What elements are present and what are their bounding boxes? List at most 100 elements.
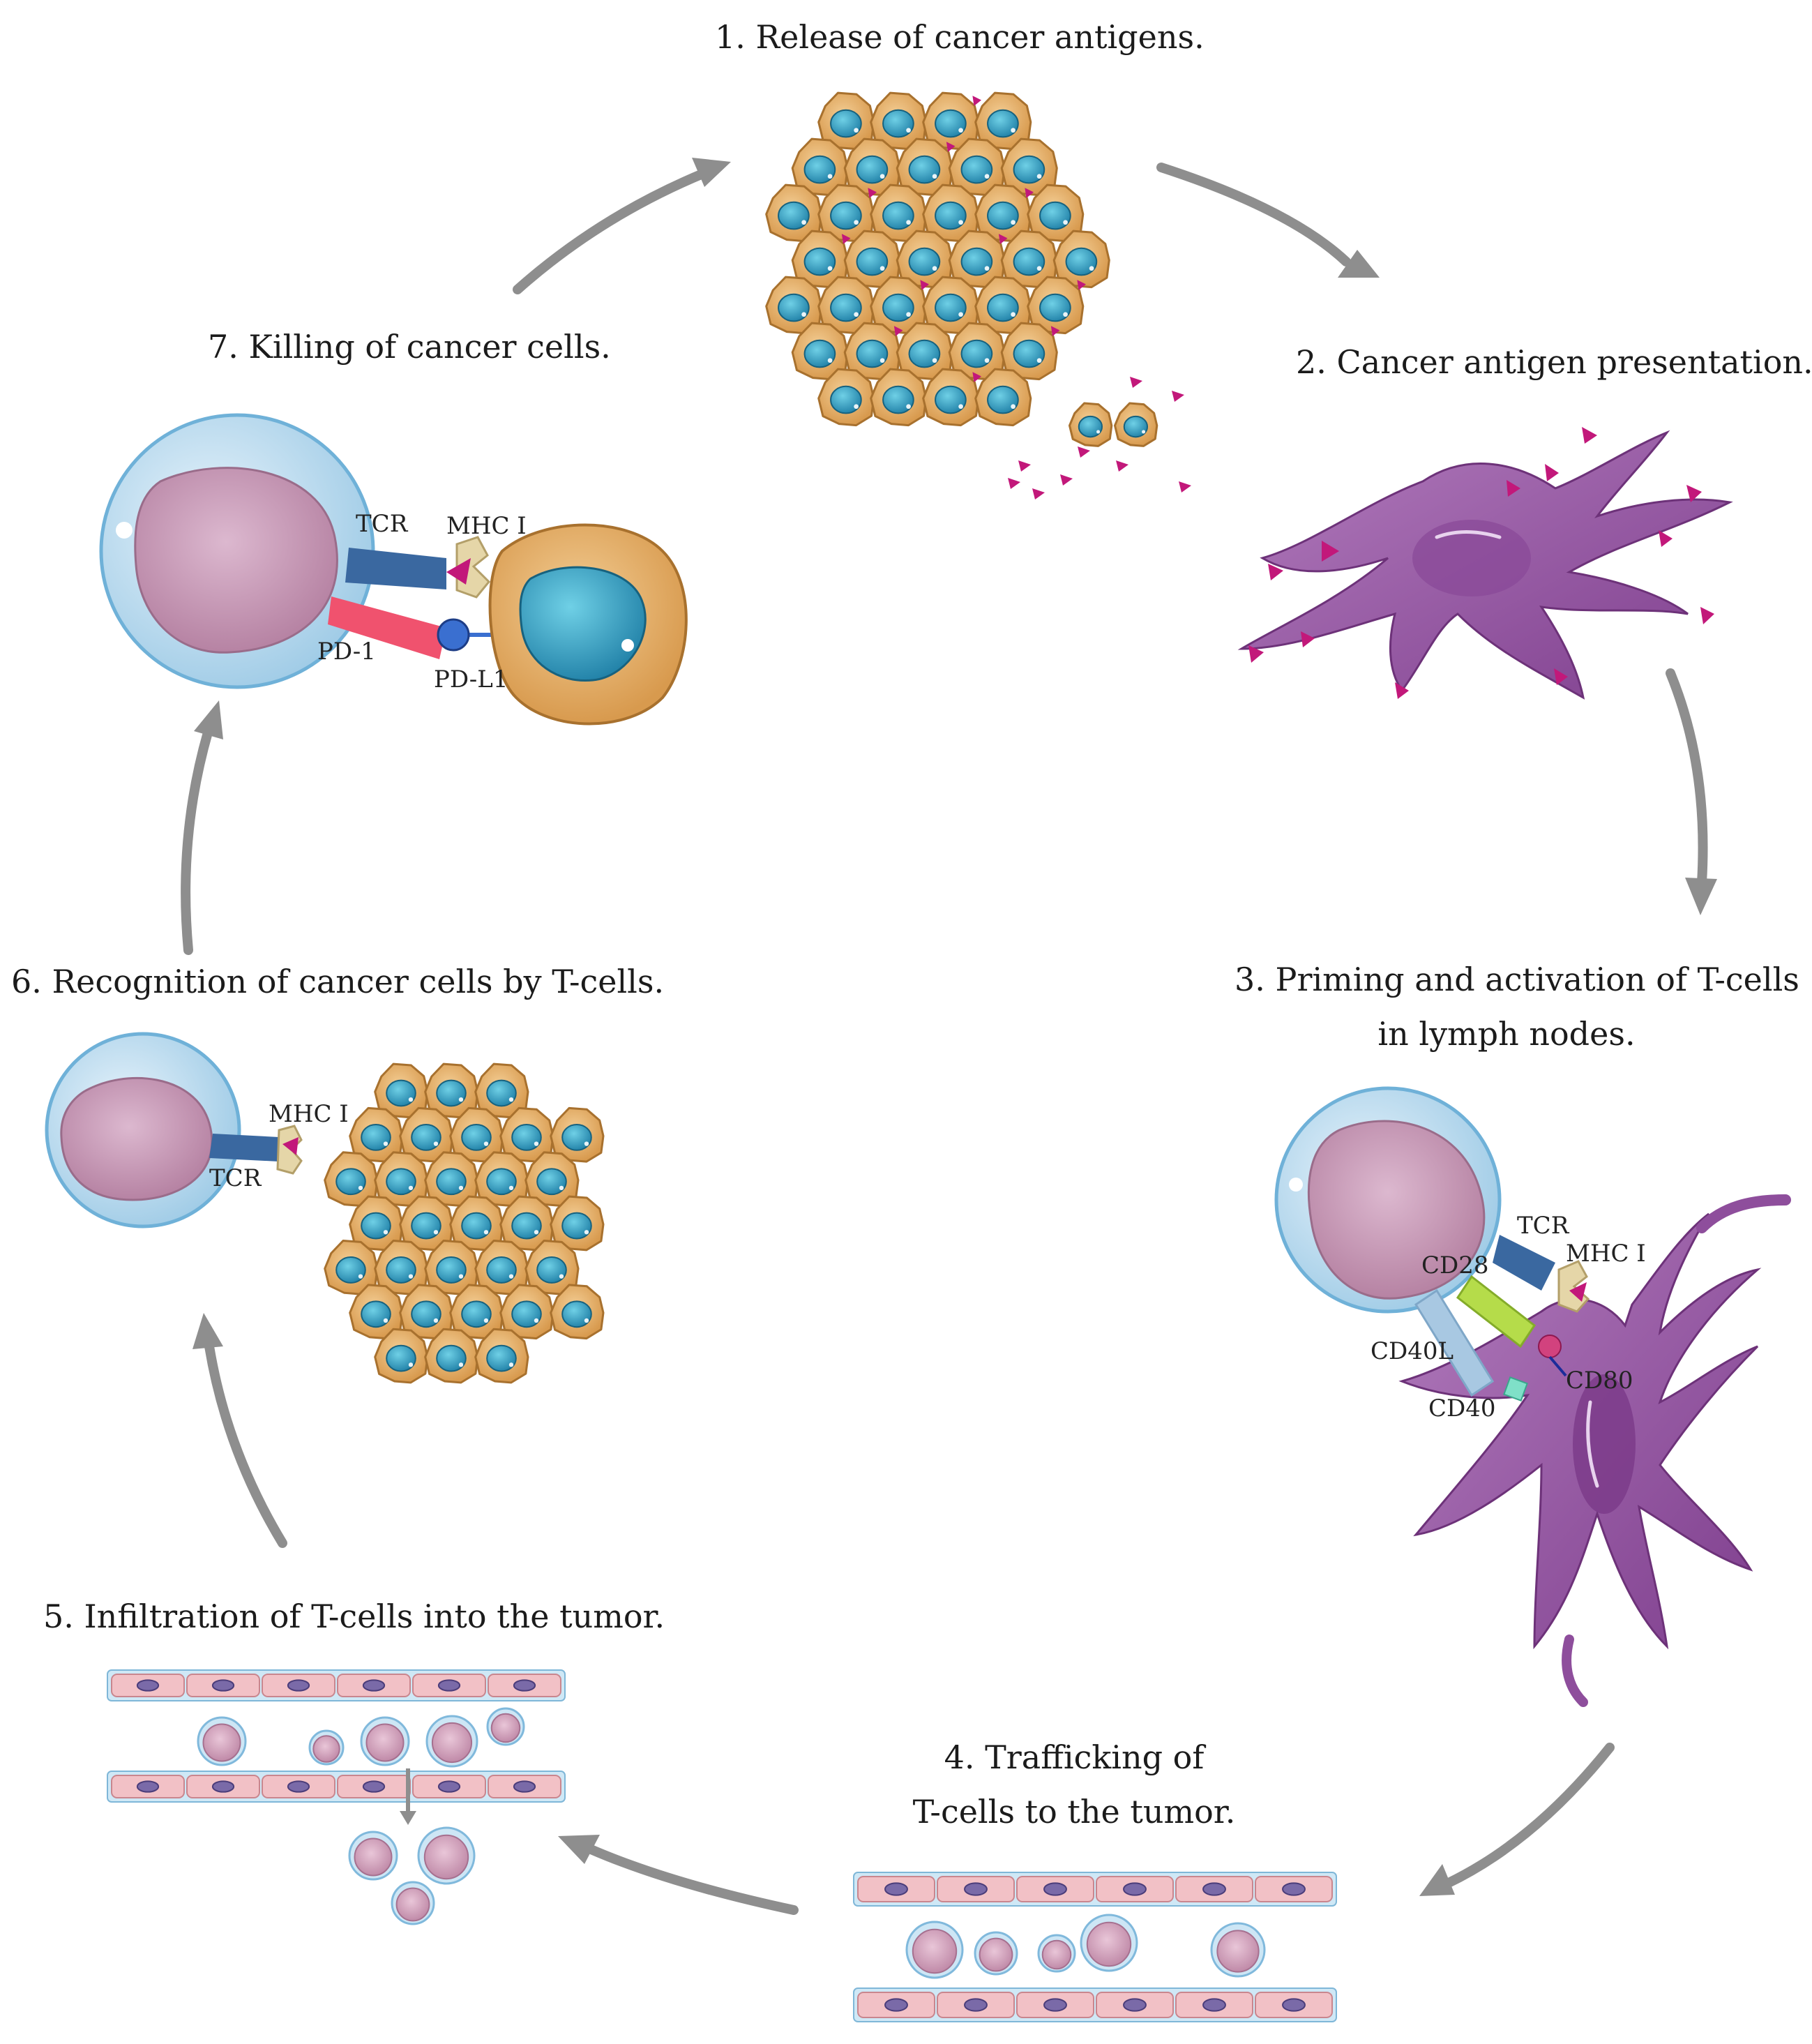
step-4-label: 4. Trafficking of T-cells to the tumor. (872, 1730, 1276, 1839)
cancer-cell (449, 1284, 504, 1340)
antigen (1078, 446, 1090, 458)
cancer-cell (374, 1062, 429, 1119)
label-cd40: CD40 (1428, 1395, 1496, 1422)
antigen (1025, 188, 1034, 198)
killing-step7: TCR MHC I PD-1 PD-L1 (99, 413, 688, 726)
step-6-label: 6. Recognition of cancer cells by T-cell… (11, 963, 665, 1000)
cancer-cell (349, 1195, 404, 1252)
cancer-cell (524, 1240, 580, 1295)
endothelial-cell (412, 1775, 486, 1798)
endothelial-cell (1255, 1876, 1333, 1902)
label-cd28: CD28 (1421, 1252, 1489, 1279)
t-cell (391, 1881, 435, 1925)
cancer-cell (1052, 230, 1110, 289)
label-cd40l: CD40L (1371, 1337, 1454, 1365)
antigen (868, 188, 877, 198)
endothelial-cell (262, 1674, 335, 1697)
t-cell (974, 1931, 1018, 1976)
endothelial-cell (186, 1775, 260, 1798)
cancer-cell (922, 91, 981, 151)
dendritic-cell-step2 (1237, 427, 1733, 700)
cancer-cell (922, 183, 980, 243)
t-cell (348, 1831, 398, 1881)
extravasation-arrow (400, 1768, 416, 1825)
cancer-cell (974, 183, 1034, 243)
cancer-cell (870, 91, 928, 151)
endothelial-cell (1175, 1876, 1253, 1902)
antigen (1032, 488, 1045, 499)
cancer-cell (474, 1151, 529, 1207)
antigen (1018, 460, 1031, 472)
t-cell-dc-synapse-step3: TCR MHC I CD28 CD40L CD40 CD80 (1274, 1086, 1791, 1707)
cancer-cell (374, 1240, 429, 1295)
blood-vessel-step5 (107, 1669, 566, 1925)
arrow-3-to-4 (1419, 1743, 1615, 1896)
cancer-cell (1000, 230, 1058, 289)
arrow-5-to-6 (192, 1313, 287, 1548)
step-1-label: 1. Release of cancer antigens. (715, 18, 1205, 56)
cancer-cell (424, 1062, 479, 1119)
step-2-label: 2. Cancer antigen presentation. (1296, 343, 1812, 381)
t-cell (1210, 1922, 1266, 1978)
cancer-cell (550, 1195, 605, 1252)
antigen (1060, 474, 1073, 486)
antigen (946, 142, 956, 152)
cancer-cell (324, 1151, 379, 1207)
t-cell (197, 1716, 247, 1766)
cancer-cell (843, 322, 903, 381)
antigen (1008, 478, 1020, 489)
endothelial-cell (1096, 1876, 1174, 1902)
cancer-cell (499, 1106, 554, 1163)
cancer-cell (1000, 322, 1060, 381)
arrow-4-to-5 (558, 1835, 799, 1915)
cancer-cell (817, 276, 875, 335)
tumor-cluster-step1 (765, 91, 1158, 447)
t-cell (360, 1716, 410, 1766)
antigen (1179, 481, 1191, 493)
endothelial-cell (857, 1876, 935, 1902)
t-cell (308, 1729, 345, 1766)
endothelial-cell (111, 1775, 185, 1798)
antigen (972, 372, 981, 382)
label-tcr-step7: TCR (356, 510, 409, 538)
presented-antigens (1248, 427, 1714, 699)
cycle-arrows (181, 158, 1717, 1915)
endothelial-cell (262, 1775, 335, 1798)
cancer-cell (424, 1328, 479, 1384)
arrow-7-to-1 (513, 158, 731, 294)
step-4-line2: T-cells to the tumor. (912, 1793, 1236, 1831)
recognition-step6: MHC I TCR (45, 1032, 605, 1384)
cancer-cell (499, 1195, 554, 1252)
antigen (1077, 280, 1086, 290)
cancer-cell (449, 1106, 504, 1163)
label-tcr: TCR (1517, 1212, 1570, 1240)
endothelial-cell (1175, 1992, 1253, 2018)
label-pdl1: PD-L1 (434, 666, 508, 693)
t-cell (417, 1826, 476, 1885)
cancer-cell (896, 137, 956, 197)
t-cell (905, 1921, 964, 1979)
endothelial-cell (1016, 1992, 1094, 2018)
label-cd80: CD80 (1566, 1367, 1633, 1395)
step-3-line2: in lymph nodes. (1377, 1015, 1636, 1053)
endothelial-cell (186, 1674, 260, 1697)
endothelial-cell (1016, 1876, 1094, 1902)
antigen (1050, 326, 1060, 336)
blood-vessel-step4 (853, 1872, 1337, 2022)
cancer-cell (765, 183, 823, 243)
cancer-cell (399, 1106, 454, 1163)
step-3-line1: 3. Priming and activation of T-cells (1235, 961, 1799, 998)
cancer-cell (374, 1328, 429, 1384)
cancer-cell (791, 322, 849, 381)
cancer-cell (948, 137, 1006, 197)
label-mhc1: MHC I (1566, 1240, 1646, 1268)
endothelial-cell (412, 1674, 486, 1697)
cancer-cell (948, 322, 1006, 381)
antigen (1116, 460, 1128, 472)
endothelial-cell (337, 1775, 411, 1798)
label-tcr-step6: TCR (209, 1164, 262, 1192)
cancer-cell (791, 230, 851, 289)
antigen (1130, 377, 1142, 388)
step-4-line1: 4. Trafficking of (944, 1738, 1205, 1776)
